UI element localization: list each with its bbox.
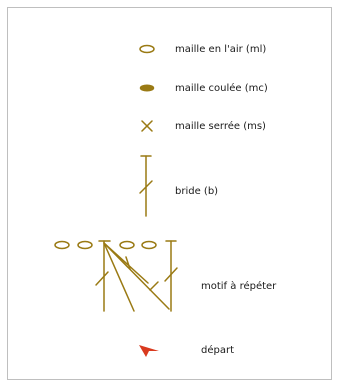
double-crochet-stitch-icon <box>139 155 153 217</box>
legend-label-double-crochet: bride (b) <box>175 186 219 197</box>
legend-label-slip-stitch: maille coulée (mc) <box>175 83 268 94</box>
legend-label-chain-stitch: maille en l'air (ml) <box>175 44 267 55</box>
legend-label-start: départ <box>201 345 235 356</box>
single-crochet-cross-icon <box>141 120 153 132</box>
legend-label-pattern-repeat: motif à répéter <box>201 281 277 292</box>
start-arrow-icon <box>139 345 159 357</box>
chain-stitch-oval-icon <box>139 44 155 54</box>
slip-stitch-filled-oval-icon <box>139 84 155 92</box>
legend-panel <box>7 7 332 380</box>
legend-label-single-crochet: maille serrée (ms) <box>175 121 266 132</box>
pattern-repeat-motif-icon <box>54 240 178 312</box>
